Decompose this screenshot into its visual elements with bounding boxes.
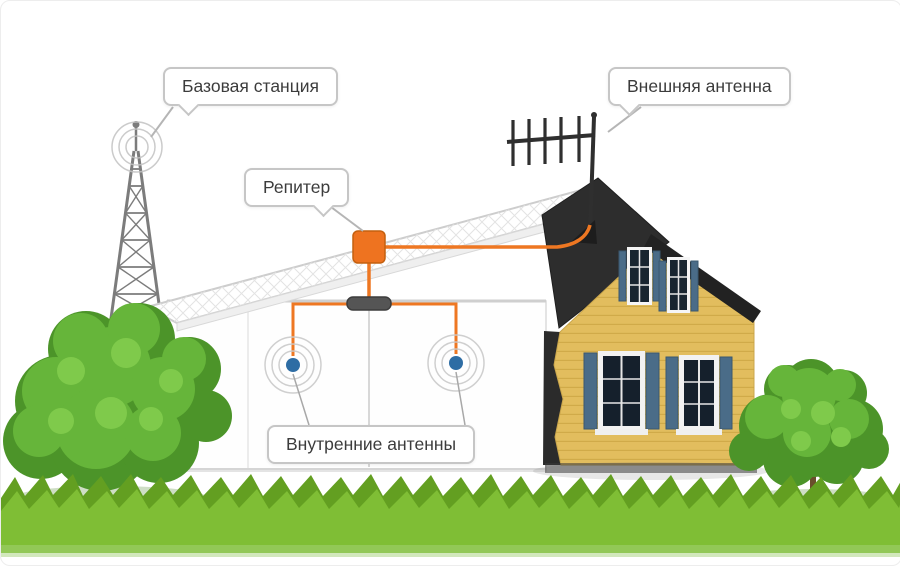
label-connector-lines — [150, 106, 642, 426]
wall-cut-edge — [543, 331, 563, 465]
house-windows — [583, 247, 733, 435]
internal-antenna-signal-waves-icon — [264, 334, 485, 394]
label-internal-antennas-text: Внутренние антенны — [286, 434, 457, 454]
label-base-station-text: Базовая станция — [182, 76, 319, 96]
grass-front — [1, 489, 900, 553]
roof-right-band — [644, 234, 761, 323]
coax-cables — [291, 224, 592, 356]
house-foundation — [545, 463, 757, 473]
repeater-box — [352, 230, 386, 264]
house-interior-cutaway — [166, 299, 547, 472]
label-base-station: Базовая станция — [163, 67, 338, 117]
external-antenna — [506, 112, 597, 236]
splitter-box — [346, 296, 392, 311]
label-external-antenna: Внешняя антенна — [608, 67, 791, 117]
tree-left — [3, 303, 232, 508]
base-station-tower — [107, 121, 165, 335]
tower-signal-waves-icon — [111, 121, 163, 173]
label-repeater-text: Репитер — [263, 177, 331, 197]
label-external-antenna-text: Внешняя антенна — [627, 76, 772, 96]
label-repeater: Репитер — [244, 168, 350, 218]
roof-dark — [541, 177, 670, 329]
grass-fade — [1, 545, 900, 557]
label-internal-antennas: Внутренние антенны — [267, 425, 476, 464]
internal-antennas — [286, 356, 463, 372]
house-shadow — [533, 462, 769, 480]
